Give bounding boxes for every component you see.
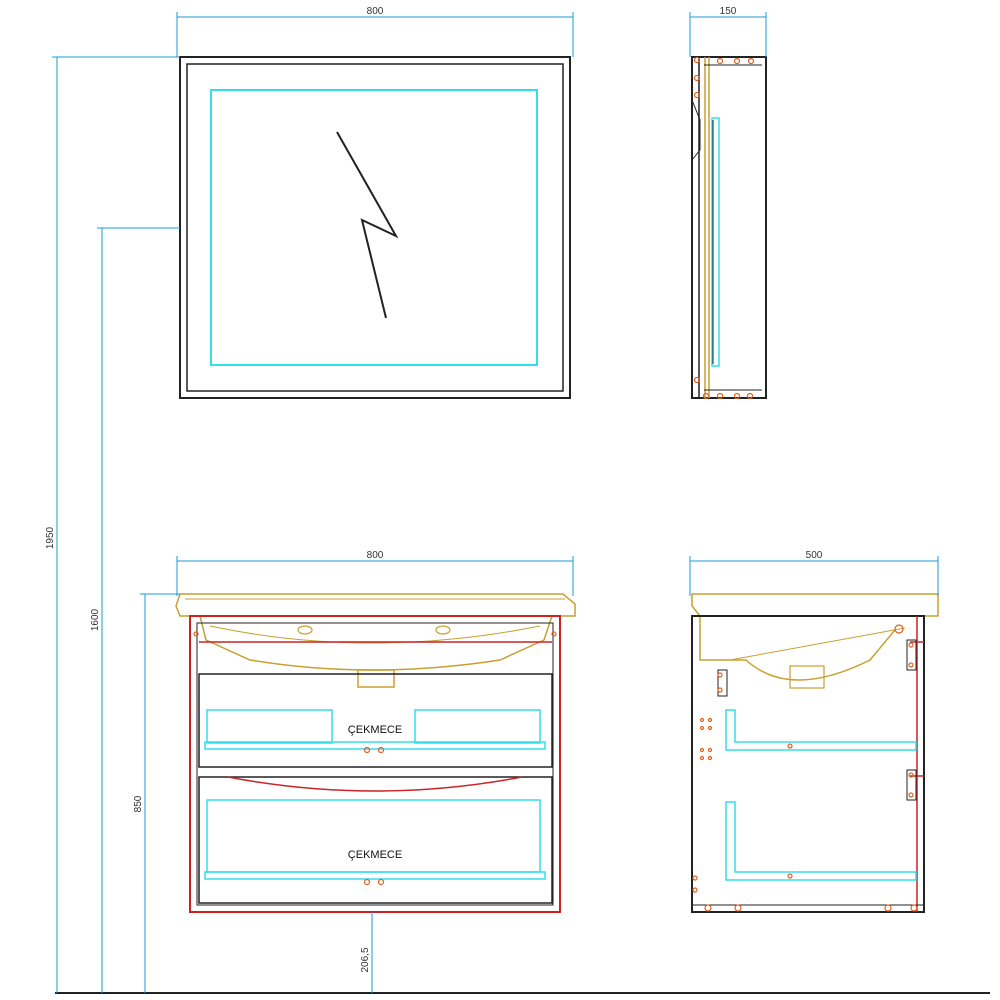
vanity-top-height-dimension: 850 (133, 593, 180, 993)
vanity-side-countertop (691, 593, 939, 617)
vanity-cabinet-body (189, 615, 561, 913)
vanity-width-dimension: 800 (176, 550, 574, 596)
vanity-side-basin (699, 616, 896, 681)
vanity-side-screws (692, 624, 918, 912)
drawer-bottom-label: ÇEKMECE (348, 849, 402, 861)
mirror-side-screws (693, 56, 755, 400)
vanity-front-view: ÇEKMECE ÇEKMECE (175, 593, 576, 913)
vanity-top-height-label: 850 (133, 795, 144, 812)
mirror-front-view (179, 56, 571, 399)
vanity-drain (357, 669, 395, 688)
mirror-depth-dimension: 150 (689, 6, 767, 57)
mirror-side-view (691, 56, 767, 400)
mirror-bottom-height-label: 1600 (90, 608, 101, 631)
vanity-side-body (691, 615, 925, 913)
vanity-depth-label: 500 (806, 550, 823, 561)
total-height-dimension: 1950 (45, 56, 180, 993)
mirror-frame-outer (179, 56, 571, 399)
mirror-depth-label: 150 (720, 6, 737, 17)
drawer-top-label: ÇEKMECE (348, 724, 402, 736)
mirror-side-outline (691, 56, 767, 399)
mirror-side-led (711, 117, 720, 367)
vanity-front-screws (193, 631, 557, 886)
vanity-width-label: 800 (367, 550, 384, 561)
vanity-side-view (691, 593, 939, 913)
mirror-led-strip (210, 89, 538, 366)
floor-clearance-dimension: 206,5 (360, 912, 373, 993)
vanity-depth-dimension: 500 (689, 550, 939, 596)
drawer-bottom-front (198, 776, 553, 904)
mirror-width-label: 800 (367, 6, 384, 17)
mirror-width-dimension: 800 (176, 6, 574, 57)
drawer-top-front (198, 673, 553, 768)
mirror-bottom-height-dimension: 1600 (90, 227, 180, 993)
total-height-label: 1950 (45, 526, 56, 549)
lightning-reflection-icon (336, 131, 399, 319)
mirror-frame-inner (186, 63, 564, 392)
vanity-countertop (175, 593, 576, 617)
floor-clearance-label: 206,5 (360, 947, 371, 972)
